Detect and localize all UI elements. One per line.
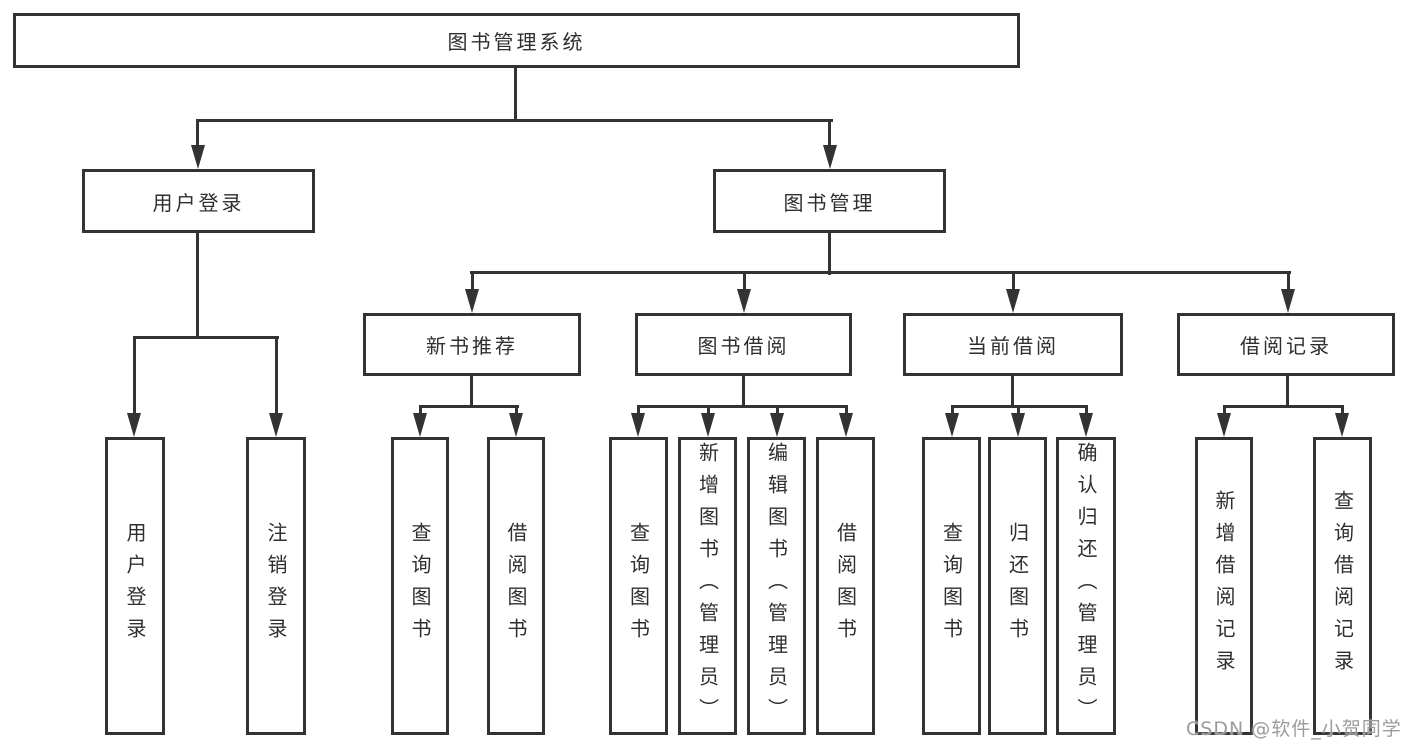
arrowhead-down-icon [631, 413, 645, 437]
leaf-add-borrow-record: 新增借阅记录 [1195, 437, 1253, 735]
connector-bookmgmt-hline [470, 271, 1291, 274]
connector-root-hline [196, 119, 833, 122]
arrowhead-down-icon [127, 413, 141, 437]
connector-drop [419, 405, 422, 417]
leaf-query-books-recommend: 查询图书 [391, 437, 449, 735]
connector-drop-new-book [471, 271, 474, 293]
arrowhead-down-icon [1079, 413, 1093, 437]
arrowhead-down-icon [1335, 413, 1349, 437]
node-new-book-recommend: 新书推荐 [363, 313, 581, 376]
node-label: 归还图书 [1005, 522, 1030, 650]
connector-drop-user-login [196, 119, 199, 147]
leaf-confirm-return-admin: 确认归还（管理员） [1056, 437, 1116, 735]
leaf-borrow-books-borrowing: 借阅图书 [816, 437, 875, 735]
connector-bookborrow-hline [637, 405, 848, 408]
connector-drop-borrow-record [1287, 271, 1290, 293]
arrowhead-down-icon [1281, 289, 1295, 313]
node-library-management-system: 图书管理系统 [13, 13, 1020, 68]
node-label: 用户登录 [123, 522, 147, 650]
node-label: 当前借阅 [967, 334, 1059, 358]
node-borrowing-records: 借阅记录 [1177, 313, 1395, 376]
arrowhead-down-icon [191, 145, 205, 169]
arrowhead-down-icon [823, 145, 837, 169]
node-label: 图书借阅 [697, 334, 790, 358]
node-label: 图书管理 [783, 190, 876, 215]
leaf-edit-books-admin: 编辑图书（管理员） [747, 437, 806, 735]
connector-drop [515, 405, 518, 417]
leaf-add-books-admin: 新增图书（管理员） [678, 437, 737, 735]
node-label: 借阅记录 [1240, 334, 1332, 358]
arrowhead-down-icon [1011, 413, 1025, 437]
connector-bookmgmt-stem [828, 233, 831, 275]
node-label: 新增图书（管理员） [695, 442, 720, 730]
connector-drop [1223, 405, 1226, 417]
arrowhead-down-icon [1006, 289, 1020, 313]
connector-drop [1085, 405, 1088, 417]
node-label: 编辑图书（管理员） [764, 442, 789, 730]
connector-bookborrow-stem [742, 376, 745, 408]
node-label: 注销登录 [264, 522, 288, 650]
connector-drop-leaf-login [133, 336, 136, 416]
connector-drop [845, 405, 848, 417]
connector-root-stem [514, 68, 517, 122]
node-label: 查询借阅记录 [1330, 490, 1355, 682]
arrowhead-down-icon [770, 413, 784, 437]
node-label: 图书管理系统 [447, 30, 586, 54]
node-label: 借阅图书 [833, 522, 858, 650]
leaf-query-borrow-record: 查询借阅记录 [1313, 437, 1372, 735]
leaf-query-books-borrowing: 查询图书 [609, 437, 668, 735]
node-label: 查询图书 [939, 522, 964, 650]
arrowhead-down-icon [737, 289, 751, 313]
node-label: 确认归还（管理员） [1074, 442, 1098, 730]
node-label: 新增借阅记录 [1212, 490, 1236, 682]
connector-newbook-stem [470, 376, 473, 408]
arrowhead-down-icon [269, 413, 283, 437]
connector-drop-current-borrow [1012, 271, 1015, 293]
node-label: 查询图书 [626, 522, 651, 650]
arrowhead-down-icon [413, 413, 427, 437]
connector-userlogin-hline [133, 336, 279, 339]
connector-drop [1017, 405, 1020, 417]
connector-borrowrecord-hline [1223, 405, 1344, 408]
node-user-login: 用户登录 [82, 169, 315, 233]
connector-drop [707, 405, 710, 417]
csdn-watermark: CSDN @软件_小贺同学 [1186, 718, 1402, 740]
node-book-management: 图书管理 [713, 169, 946, 233]
connector-newbook-hline [419, 405, 519, 408]
connector-drop [637, 405, 640, 417]
arrowhead-down-icon [509, 413, 523, 437]
node-label: 借阅图书 [504, 522, 528, 650]
arrowhead-down-icon [945, 413, 959, 437]
connector-drop-book-borrow [743, 271, 746, 293]
node-label: 用户登录 [152, 190, 245, 215]
connector-drop-leaf-logout [275, 336, 278, 416]
node-label: 查询图书 [408, 522, 432, 650]
node-book-borrowing: 图书借阅 [635, 313, 852, 376]
node-current-borrowing: 当前借阅 [903, 313, 1123, 376]
leaf-return-books: 归还图书 [988, 437, 1047, 735]
leaf-query-books-current: 查询图书 [922, 437, 981, 735]
leaf-borrow-books-recommend: 借阅图书 [487, 437, 545, 735]
arrowhead-down-icon [701, 413, 715, 437]
arrowhead-down-icon [465, 289, 479, 313]
leaf-logout-login: 注销登录 [246, 437, 306, 735]
leaf-user-login: 用户登录 [105, 437, 165, 735]
connector-borrowrecord-stem [1286, 376, 1289, 408]
connector-userlogin-stem [196, 233, 199, 339]
connector-drop [951, 405, 954, 417]
arrowhead-down-icon [1217, 413, 1231, 437]
connector-drop [776, 405, 779, 417]
arrowhead-down-icon [839, 413, 853, 437]
connector-drop [1341, 405, 1344, 417]
connector-drop-book-mgmt [828, 119, 831, 147]
connector-currentborrow-stem [1011, 376, 1014, 408]
node-label: 新书推荐 [426, 334, 518, 358]
